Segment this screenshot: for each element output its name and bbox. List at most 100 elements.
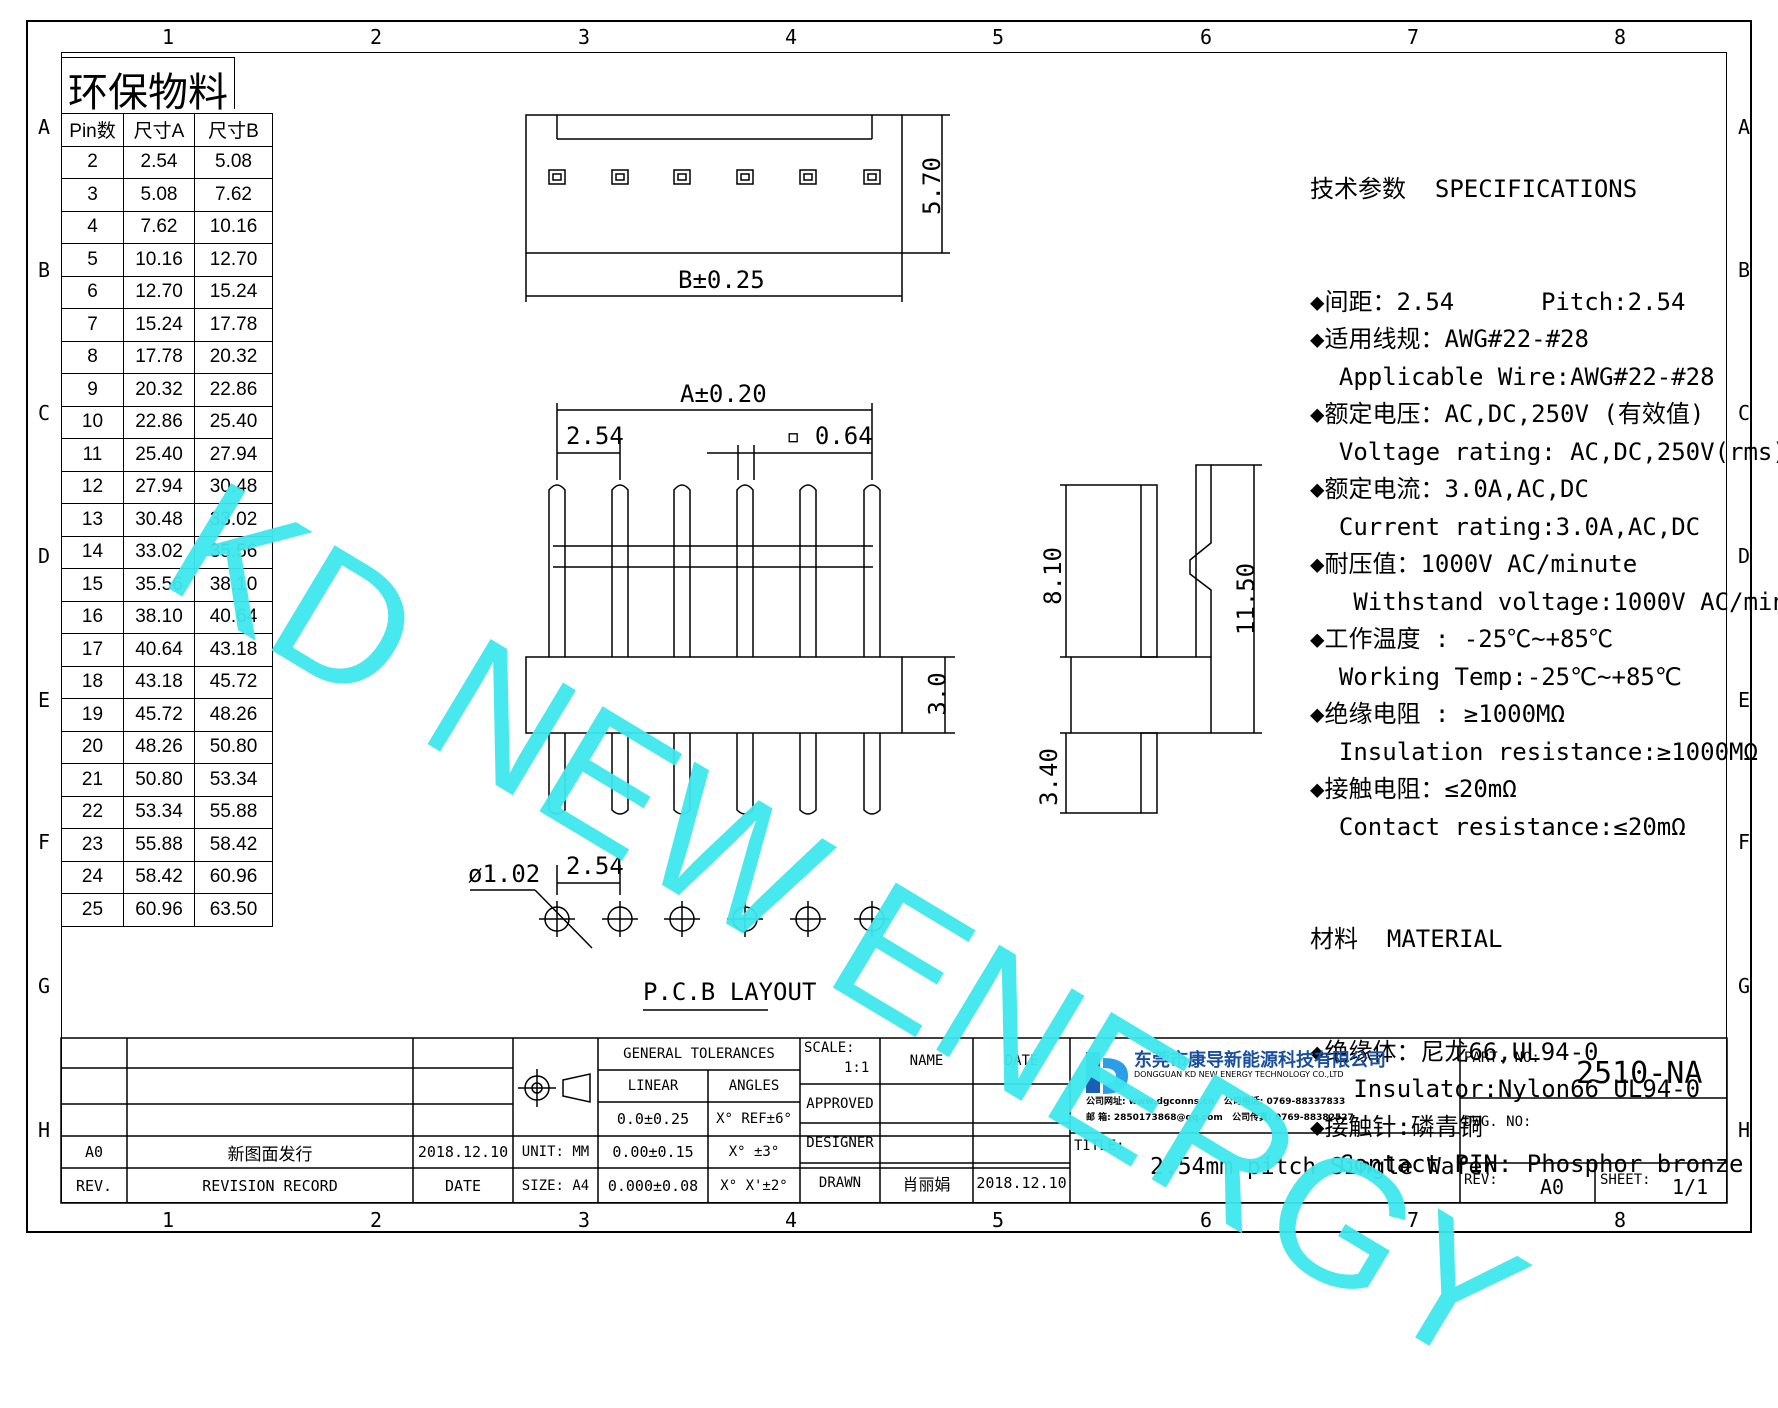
pin-table-header: 尺寸A [123,113,195,147]
front-view-base [525,656,903,734]
date-label: DATE [444,1176,482,1195]
pin-table-cell: 15 [61,568,124,602]
dim-base: 3.0 [923,672,952,716]
pin-table-cell: 53.34 [123,795,195,829]
zone-right-H: H [1737,1118,1751,1142]
zone-bottom-1: 1 [161,1208,175,1232]
top-view-pin [799,169,817,185]
material-line: Contact PIN: Phosphor bronze [1310,1150,1744,1178]
top-view-pin-inner [740,173,750,181]
zone-left-A: A [37,115,51,139]
pin-table-header: 尺寸B [194,113,273,147]
pin-table-cell: 53.34 [194,763,273,797]
zone-right-B: B [1737,258,1751,282]
spec-line: ◆适用线规：AWG#22-#28 [1310,325,1589,353]
top-view-housing [525,114,903,254]
drawing-title: 2.54mm pitch Single Wafer [1150,1154,1497,1180]
angle-tol-1: X° REF±6° [716,1111,792,1127]
title-label: TITLE: [1074,1138,1125,1154]
zone-left-H: H [37,1118,51,1142]
drawn-date: 2018.12.10 [976,1174,1067,1192]
pin-table-cell: 2 [61,145,124,179]
side-view-pin [1140,484,1158,658]
pcb-layout-label: P.C.B LAYOUT [643,978,817,1006]
spec-line: Voltage rating: AC,DC,250V(rms) [1310,437,1778,466]
pin-table-header: Pin数 [61,113,124,147]
top-view-pin-inner [867,173,877,181]
drawn-name: 肖丽娟 [902,1175,951,1194]
pin-table-cell: 14 [61,535,124,569]
zone-bottom-5: 5 [991,1208,1005,1232]
company-contact: 公司网址: www.dgconns.cn 公司电话: 0769-88337833… [1086,1097,1354,1123]
dim-hole: ø1.02 [468,860,541,888]
pin-table-cell: 5.08 [194,145,273,179]
front-view-pin-lower [863,733,881,815]
general-tolerances: GENERAL TOLERANCES [623,1046,775,1062]
pin-table-cell: 25.40 [123,438,195,472]
pin-table-cell: 6 [61,275,124,309]
linear-label: LINEAR [627,1078,679,1094]
spec-line: Insulation resistance:≥1000MΩ [1310,737,1758,766]
eco-material-badge: 环保物料 [61,57,235,116]
part-no-label: PART. NO: [1464,1050,1540,1066]
angles-label: ANGLES [728,1078,780,1094]
pin-table-cell: 11 [61,438,124,472]
pin-table-cell: 10.16 [194,210,273,244]
pin-table-cell: 60.96 [194,860,273,894]
spec-line: ◆耐压值：1000V AC/minute [1310,550,1638,578]
sheet-label: SHEET: [1600,1172,1651,1188]
pin-table-cell: 45.72 [123,698,195,732]
zone-bottom-4: 4 [784,1208,798,1232]
front-view-pin-lower [799,733,817,815]
spec-line: ◆接触电阻：≤20mΩ [1310,775,1517,803]
zone-right-D: D [1737,544,1751,568]
dwg-no-label: DWG. NO: [1464,1114,1532,1130]
rev-label: REV. [75,1176,113,1195]
zone-bottom-3: 3 [577,1208,591,1232]
pin-table-cell: 25 [61,893,124,927]
pin-table-cell: 50.80 [123,763,195,797]
pin-table-cell: 10 [61,405,124,439]
zone-top-6: 6 [1199,25,1213,49]
dim-pitch: 2.54 [566,422,624,450]
scale-value: 1:1 [844,1060,870,1076]
zone-top-4: 4 [784,25,798,49]
pin-table-cell: 25.40 [194,405,273,439]
pin-table-cell: 38.10 [194,568,273,602]
specs-title: 技术参数 SPECIFICATIONS [1310,175,1638,203]
zone-bottom-7: 7 [1406,1208,1420,1232]
dim-pcb-pitch: 2.54 [566,852,624,880]
rev-value-2: A0 [1540,1175,1565,1199]
revision-date: 2018.12.10 [417,1143,509,1161]
spec-line: Current rating:3.0A,AC,DC [1310,512,1701,541]
pin-table-cell: 48.26 [123,730,195,764]
front-view-pin-upper [799,484,817,657]
top-view-pin-inner [677,173,687,181]
spec-line: ◆额定电流：3.0A,AC,DC [1310,475,1589,503]
pin-table-cell: 15.24 [123,308,195,342]
sheet-value: 1/1 [1672,1175,1709,1199]
pin-table-cell: 12.70 [194,243,273,277]
zone-left-G: G [37,974,51,998]
dim-pin-size: ▫ 0.64 [786,422,873,450]
pin-table-cell: 58.42 [194,828,273,862]
top-view-pin-inner [552,173,562,181]
size-label: SIZE: A4 [521,1177,590,1194]
pin-table-cell: 15.24 [194,275,273,309]
company-logo [1086,1052,1128,1094]
spec-line: ◆额定电压：AC,DC,250V (有效值) [1310,400,1705,428]
dim-top-height: 5.70 [917,157,946,215]
material-line: ◆绝缘体：尼龙66,UL94-0 [1310,1037,1599,1066]
linear-tol-3: 0.000±0.08 [607,1176,699,1195]
pin-table-cell: 5.08 [123,178,195,212]
top-view-pin [736,169,754,185]
pin-table-cell: 45.72 [194,665,273,699]
